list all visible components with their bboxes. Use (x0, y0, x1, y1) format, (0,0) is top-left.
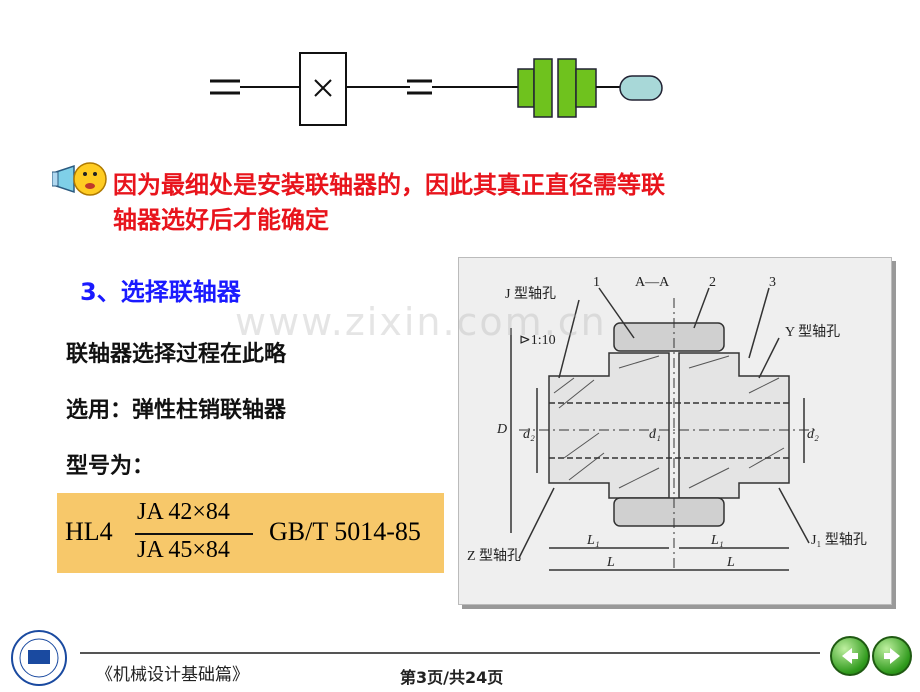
label-y-hole: Y 型轴孔 (785, 324, 840, 340)
formula-prefix: HL4 (65, 517, 113, 546)
note-line-2: 轴器选好后才能确定 (113, 206, 329, 234)
footer-book-title: 《机械设计基础篇》 (96, 665, 249, 685)
label-L-right: L (726, 555, 735, 570)
label-j-hole: J 型轴孔 (505, 286, 556, 302)
footer-rule (80, 652, 820, 654)
left-arrow-icon (842, 648, 858, 664)
body-line-model: 型号为： (66, 454, 155, 479)
watermark: www.zixin.com.cn (235, 300, 607, 344)
label-L1-right: L₁ (710, 533, 724, 548)
formula-denominator: JA 45×84 (137, 537, 230, 563)
model-formula: HL4 JA 42×84 JA 45×84 GB/T 5014-85 (57, 493, 444, 573)
label-taper: ⊳1:10 (519, 333, 556, 348)
megaphone-icon (51, 158, 108, 200)
university-logo (4, 628, 74, 688)
label-L-left: L (606, 555, 615, 570)
section-heading: 3、选择联轴器 (80, 278, 241, 306)
label-z-hole: Z 型轴孔 (467, 548, 521, 564)
label-section: A—A (635, 275, 670, 290)
body-line-process: 联轴器选择过程在此略 (66, 342, 287, 367)
label-part-2: 2 (709, 275, 716, 290)
note-line-1: 因为最细处是安装联轴器的，因此其真正直径需等联 (113, 171, 665, 199)
next-page-button[interactable] (872, 636, 912, 676)
label-d2-right: d₂ (807, 427, 819, 442)
body-line-selection: 选用：弹性柱销联轴器 (66, 398, 287, 423)
label-d2-left: d₂ (523, 427, 535, 442)
label-part-3: 3 (769, 275, 776, 290)
label-part-1: 1 (593, 275, 600, 290)
coupling-section-view: A—A 1 2 3 J 型轴孔 Y 型轴孔 ⊳1:10 D d₂ d₁ d₂ Z… (467, 275, 867, 571)
label-j1-hole: J₁ 型轴孔 (811, 532, 867, 548)
right-arrow-icon (884, 648, 900, 664)
label-d1: d₁ (649, 427, 661, 442)
fraction-bar (135, 533, 253, 535)
page-indicator: 第3页/共24页 (400, 668, 504, 687)
label-D: D (496, 422, 507, 437)
coupling-drawing: A—A 1 2 3 J 型轴孔 Y 型轴孔 ⊳1:10 D d₂ d₁ d₂ Z… (458, 257, 892, 605)
formula-standard: GB/T 5014-85 (269, 517, 421, 546)
shaft-schematic (210, 52, 663, 126)
prev-page-button[interactable] (830, 636, 870, 676)
formula-numerator: JA 42×84 (137, 499, 230, 525)
label-L1-left: L₁ (586, 533, 600, 548)
